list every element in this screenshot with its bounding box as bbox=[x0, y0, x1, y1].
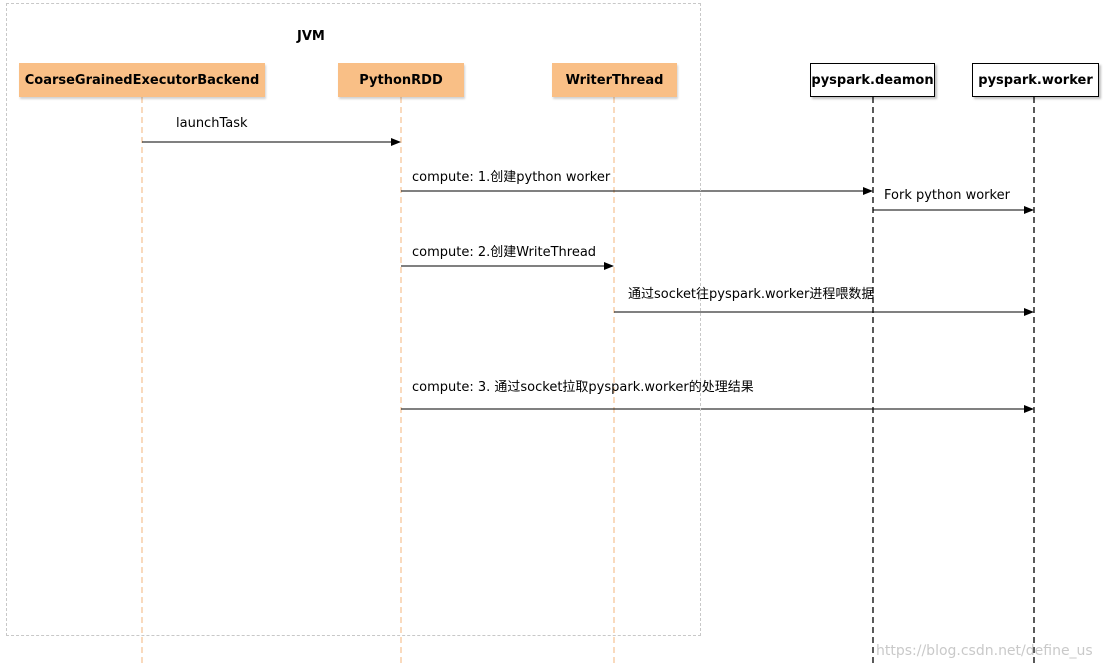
actor-coarse-grained-executor-backend: CoarseGrainedExecutorBackend bbox=[19, 63, 265, 97]
actor-python-rdd: PythonRDD bbox=[338, 63, 464, 97]
watermark-text: https://blog.csdn.net/define_us bbox=[876, 643, 1093, 659]
actor-pyspark-worker: pyspark.worker bbox=[972, 63, 1099, 97]
message-create-worker: compute: 1.创建python worker bbox=[412, 170, 611, 185]
message-launch-task: launchTask bbox=[176, 116, 248, 131]
jvm-group-label: JVM bbox=[297, 29, 325, 44]
jvm-group-frame bbox=[6, 3, 701, 636]
actor-pyspark-daemon: pyspark.deamon bbox=[810, 63, 935, 97]
message-fork-worker: Fork python worker bbox=[884, 188, 1010, 203]
message-feed-data: 通过socket往pyspark.worker进程喂数据 bbox=[628, 287, 875, 302]
message-pull-result: compute: 3. 通过socket拉取pyspark.worker的处理结… bbox=[412, 380, 754, 395]
message-create-writer: compute: 2.创建WriteThread bbox=[412, 245, 597, 260]
actor-writer-thread: WriterThread bbox=[552, 63, 677, 97]
